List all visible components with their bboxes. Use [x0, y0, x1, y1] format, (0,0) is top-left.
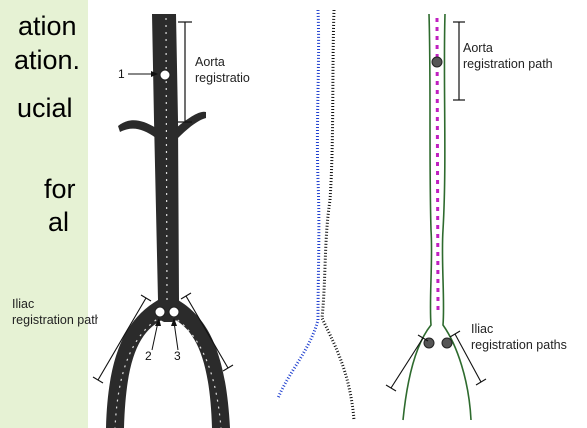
slide-text-line-4: for [44, 173, 76, 206]
iliac-bracket-right-left [391, 338, 423, 388]
point-cloud-black-right [322, 10, 354, 420]
marker-3-label: 3 [174, 349, 181, 363]
iliac-vessel-right [172, 300, 230, 428]
aorta-label-line-1: Aorta [195, 55, 225, 69]
slide-text-line-5: al [48, 206, 69, 239]
marker-1-label: 1 [118, 67, 125, 81]
iliac-label-right-line-1: Iliac [471, 322, 493, 336]
fiducial-point-1 [160, 70, 170, 80]
aorta-label-right-line-1: Aorta [463, 41, 493, 55]
point-cloud-blue-left [278, 10, 319, 398]
vessel-outline-right [442, 14, 471, 420]
aorta-vessel [152, 14, 182, 322]
fiducial-point-3 [169, 307, 179, 317]
slide-text-line-3: ucial [17, 92, 73, 125]
iliac-label-left-line-1: Iliac [12, 297, 34, 311]
marker-2-label: 2 [145, 349, 152, 363]
renal-branch-left [118, 120, 156, 138]
point-cloud-svg [250, 0, 380, 428]
landmark-aorta [432, 57, 442, 67]
marker-3-arrow [174, 322, 178, 350]
centerline-model-svg: Aorta registration path Iliac registrati… [375, 0, 587, 428]
slide-text-line-1: ation [18, 10, 77, 43]
fiducial-point-2 [155, 307, 165, 317]
iliac-label-left-svg: Iliac registration paths [0, 290, 98, 350]
iliac-vessel-left [106, 300, 166, 428]
figure-panel-point-cloud [250, 0, 380, 428]
landmark-iliac-right [442, 338, 452, 348]
vessel-outline-left [403, 14, 432, 420]
slide-text-line-2: ation. [14, 44, 80, 77]
iliac-label-left-line-2: registration paths [12, 313, 98, 327]
aorta-label-right-line-2: registration path [463, 57, 553, 71]
figure-panel-centerline-model: Aorta registration path Iliac registrati… [375, 0, 587, 428]
marker-2-arrow [152, 322, 158, 350]
renal-branch-right [176, 112, 206, 138]
iliac-label-right-line-2: registration paths [471, 338, 567, 352]
